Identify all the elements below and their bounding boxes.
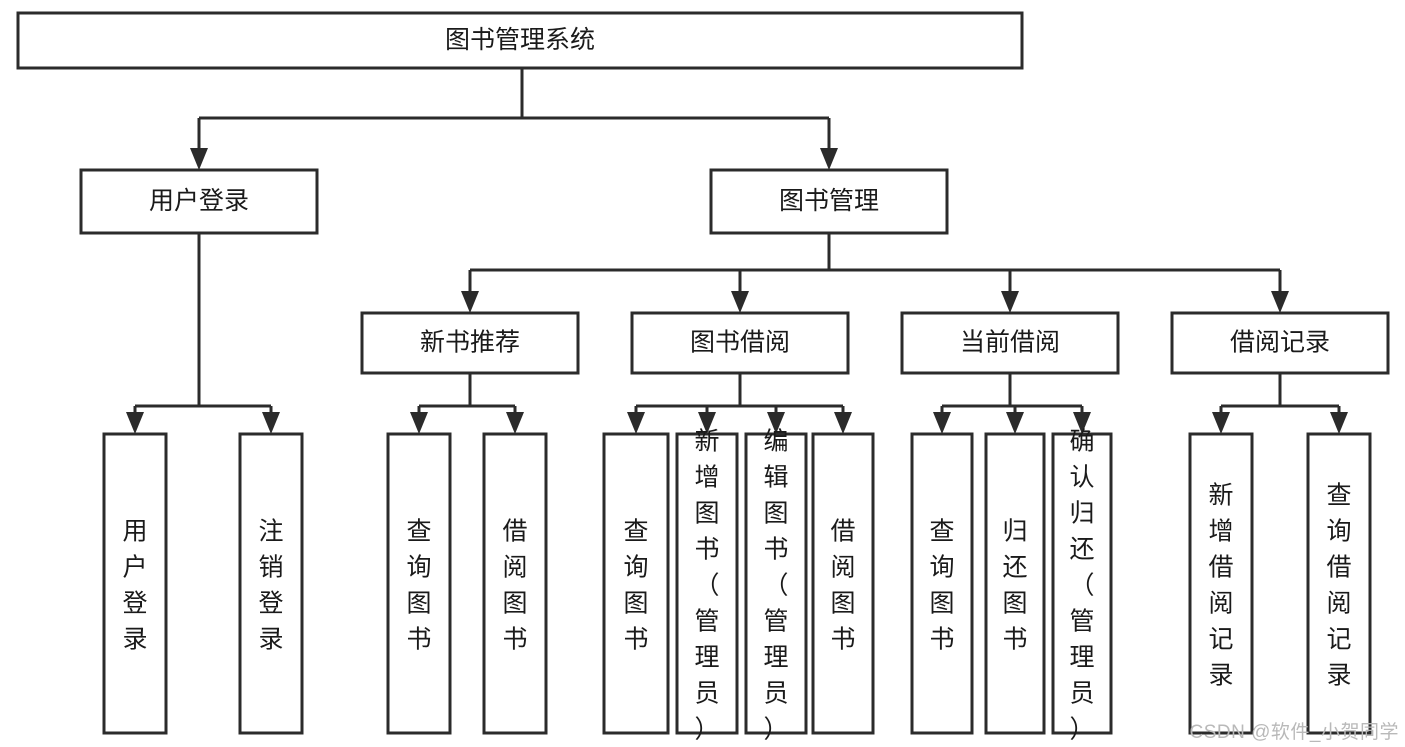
- node-label-l3-1: 图书借阅: [690, 329, 790, 357]
- leaf-label-0: 用户登录: [122, 518, 147, 654]
- leaf-box-8[interactable]: [910, 432, 974, 735]
- leaf-label-2: 查询图书: [406, 518, 431, 654]
- leaf-label-5: 新增图书（管理员）: [694, 428, 719, 744]
- arrow-head-icon: [767, 412, 785, 434]
- arrow-head-icon: [698, 412, 716, 434]
- leaf-box-1[interactable]: [238, 432, 304, 735]
- arrow-head-icon: [1001, 291, 1019, 313]
- arrow-head-icon: [1073, 412, 1091, 434]
- leaf-label-1: 注销登录: [258, 518, 283, 654]
- node-box-l2-1[interactable]: [709, 168, 949, 235]
- node-box-l3-3[interactable]: [1170, 311, 1390, 375]
- connector-layer: [126, 68, 1348, 434]
- leaf-label-8: 查询图书: [929, 518, 954, 654]
- node-label-l2-1: 图书管理: [779, 187, 879, 215]
- arrow-head-icon: [820, 148, 838, 170]
- leaf-box-9[interactable]: [984, 432, 1046, 735]
- leaf-label-11: 新增借阅记录: [1208, 482, 1233, 690]
- leaf-label-12: 查询借阅记录: [1326, 482, 1351, 690]
- node-label-l3-0: 新书推荐: [420, 329, 520, 357]
- leaf-box-12[interactable]: [1306, 432, 1372, 735]
- leaf-box-6[interactable]: [744, 432, 808, 735]
- leaf-box-7[interactable]: [811, 432, 875, 735]
- arrow-head-icon: [834, 412, 852, 434]
- leaf-box-5[interactable]: [675, 432, 739, 735]
- node-layer: 图书管理系统用户登录图书管理新书推荐图书借阅当前借阅借阅记录用户登录注销登录查询…: [16, 11, 1390, 744]
- node-box-l3-0[interactable]: [360, 311, 580, 375]
- arrow-head-icon: [190, 148, 208, 170]
- leaf-box-3[interactable]: [482, 432, 548, 735]
- leaf-box-11[interactable]: [1188, 432, 1254, 735]
- arrow-head-icon: [1212, 412, 1230, 434]
- leaf-label-7: 借阅图书: [830, 518, 855, 654]
- arrow-head-icon: [933, 412, 951, 434]
- leaf-box-10[interactable]: [1051, 432, 1113, 735]
- leaf-box-2[interactable]: [386, 432, 452, 735]
- leaf-label-4: 查询图书: [623, 518, 648, 654]
- arrow-head-icon: [262, 412, 280, 434]
- arrow-head-icon: [731, 291, 749, 313]
- arrow-head-icon: [627, 412, 645, 434]
- arrow-head-icon: [410, 412, 428, 434]
- leaf-box-0[interactable]: [102, 432, 168, 735]
- arrow-head-icon: [506, 412, 524, 434]
- arrow-head-icon: [1006, 412, 1024, 434]
- node-box-l3-2[interactable]: [900, 311, 1120, 375]
- leaf-label-10: 确认归还（管理员）: [1069, 428, 1094, 744]
- node-label-l2-0: 用户登录: [149, 187, 249, 215]
- leaf-box-4[interactable]: [602, 432, 670, 735]
- watermark-label: CSDN @软件_小贺同学: [1189, 722, 1399, 743]
- leaf-label-6: 编辑图书（管理员）: [763, 428, 788, 744]
- leaf-label-3: 借阅图书: [502, 518, 527, 654]
- node-box-l2-0[interactable]: [79, 168, 319, 235]
- arrow-head-icon: [126, 412, 144, 434]
- node-label-l3-3: 借阅记录: [1230, 329, 1330, 357]
- arrow-head-icon: [1271, 291, 1289, 313]
- arrow-head-icon: [461, 291, 479, 313]
- leaf-label-9: 归还图书: [1002, 518, 1027, 654]
- node-label-l3-2: 当前借阅: [960, 329, 1060, 357]
- arrow-head-icon: [1330, 412, 1348, 434]
- node-box-l3-1[interactable]: [630, 311, 850, 375]
- node-box-root[interactable]: [16, 11, 1024, 70]
- node-label-root: 图书管理系统: [445, 26, 595, 54]
